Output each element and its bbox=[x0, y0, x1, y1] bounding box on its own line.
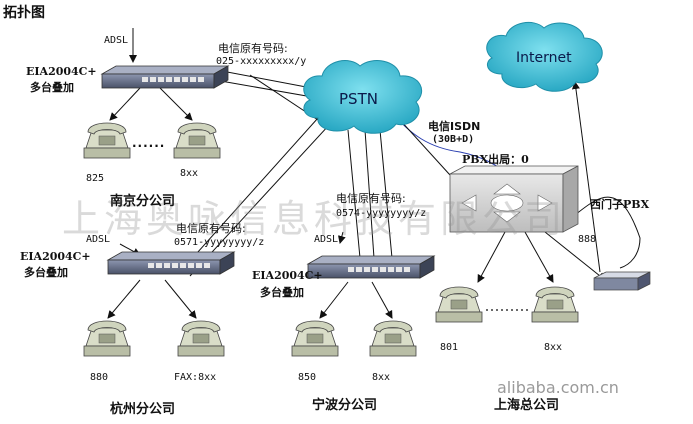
nanjing-device bbox=[101, 65, 229, 89]
ningbo-device bbox=[307, 255, 435, 279]
siemens-pbx-label: 西门子PBX bbox=[590, 198, 650, 211]
nanjing-number-value: 025-xxxxxxxxx/y bbox=[216, 56, 307, 67]
phone-icon bbox=[531, 286, 579, 323]
phone-icon bbox=[173, 122, 221, 159]
ningbo-ext1: 850 bbox=[298, 372, 317, 383]
hangzhou-number-label: 电信原有号码: bbox=[176, 222, 246, 235]
nanjing-dots: ...... bbox=[132, 136, 166, 150]
page-title: 拓扑图 bbox=[3, 5, 45, 21]
nanjing-ext2: 8xx bbox=[180, 168, 199, 179]
shanghai-pbx bbox=[449, 165, 579, 233]
hangzhou-number-value: 0571-yyyyyyyy/z bbox=[174, 237, 265, 248]
hangzhou-city: 杭州分公司 bbox=[110, 402, 176, 417]
shanghai-pbx-ext: 888 bbox=[578, 234, 597, 245]
nanjing-device-line2: 多台叠加 bbox=[30, 81, 74, 94]
shanghai-isdn-line1: 电信ISDN bbox=[428, 120, 481, 133]
connection-lines bbox=[107, 28, 641, 319]
pstn-cloud bbox=[303, 60, 422, 134]
internet-label: Internet bbox=[516, 50, 572, 66]
ningbo-city: 宁波分公司 bbox=[312, 398, 378, 413]
shanghai-isdn-line2: (30B+D) bbox=[432, 134, 475, 145]
hangzhou-device-line1: EIA2004C+ bbox=[20, 250, 91, 263]
company-watermark: 上海奥咏信息科技有限公司 bbox=[62, 197, 567, 241]
shanghai-city: 上海总公司 bbox=[494, 398, 560, 413]
phone-icon bbox=[435, 286, 483, 323]
ningbo-device-line2: 多台叠加 bbox=[260, 286, 304, 299]
phone-icon bbox=[83, 320, 131, 357]
hangzhou-ext1: 880 bbox=[90, 372, 109, 383]
hangzhou-device bbox=[107, 251, 235, 275]
hangzhou-ext2: FAX:8xx bbox=[174, 372, 217, 383]
shanghai-pbx-out: PBX出局：0 bbox=[462, 153, 529, 166]
ningbo-device-line1: EIA2004C+ bbox=[252, 269, 323, 282]
ningbo-number-value: 0574-yyyyyyyy/z bbox=[336, 208, 427, 219]
pstn-label: PSTN bbox=[339, 90, 378, 108]
phone-icon bbox=[369, 320, 417, 357]
nanjing-device-line1: EIA2004C+ bbox=[26, 65, 97, 78]
phone-icon bbox=[83, 122, 131, 159]
hangzhou-device-line2: 多台叠加 bbox=[24, 266, 68, 279]
siemens-pbx bbox=[593, 271, 651, 291]
nanjing-ext1: 825 bbox=[86, 173, 105, 184]
nanjing-adsl-label: ADSL bbox=[104, 35, 129, 46]
nanjing-city: 南京分公司 bbox=[110, 194, 176, 209]
internet-cloud bbox=[486, 21, 603, 92]
phone-icon bbox=[291, 320, 339, 357]
ningbo-ext2: 8xx bbox=[372, 372, 391, 383]
ningbo-number-label: 电信原有号码: bbox=[336, 192, 406, 205]
nanjing-number-label: 电信原有号码: bbox=[218, 42, 288, 55]
phone-icon bbox=[177, 320, 225, 357]
ningbo-adsl-label: ADSL bbox=[314, 234, 339, 245]
shanghai-ext1: 801 bbox=[440, 342, 459, 353]
shanghai-ext2: 8xx bbox=[544, 342, 563, 353]
hangzhou-adsl-label: ADSL bbox=[86, 234, 111, 245]
site-watermark: alibaba.com.cn bbox=[497, 378, 619, 397]
